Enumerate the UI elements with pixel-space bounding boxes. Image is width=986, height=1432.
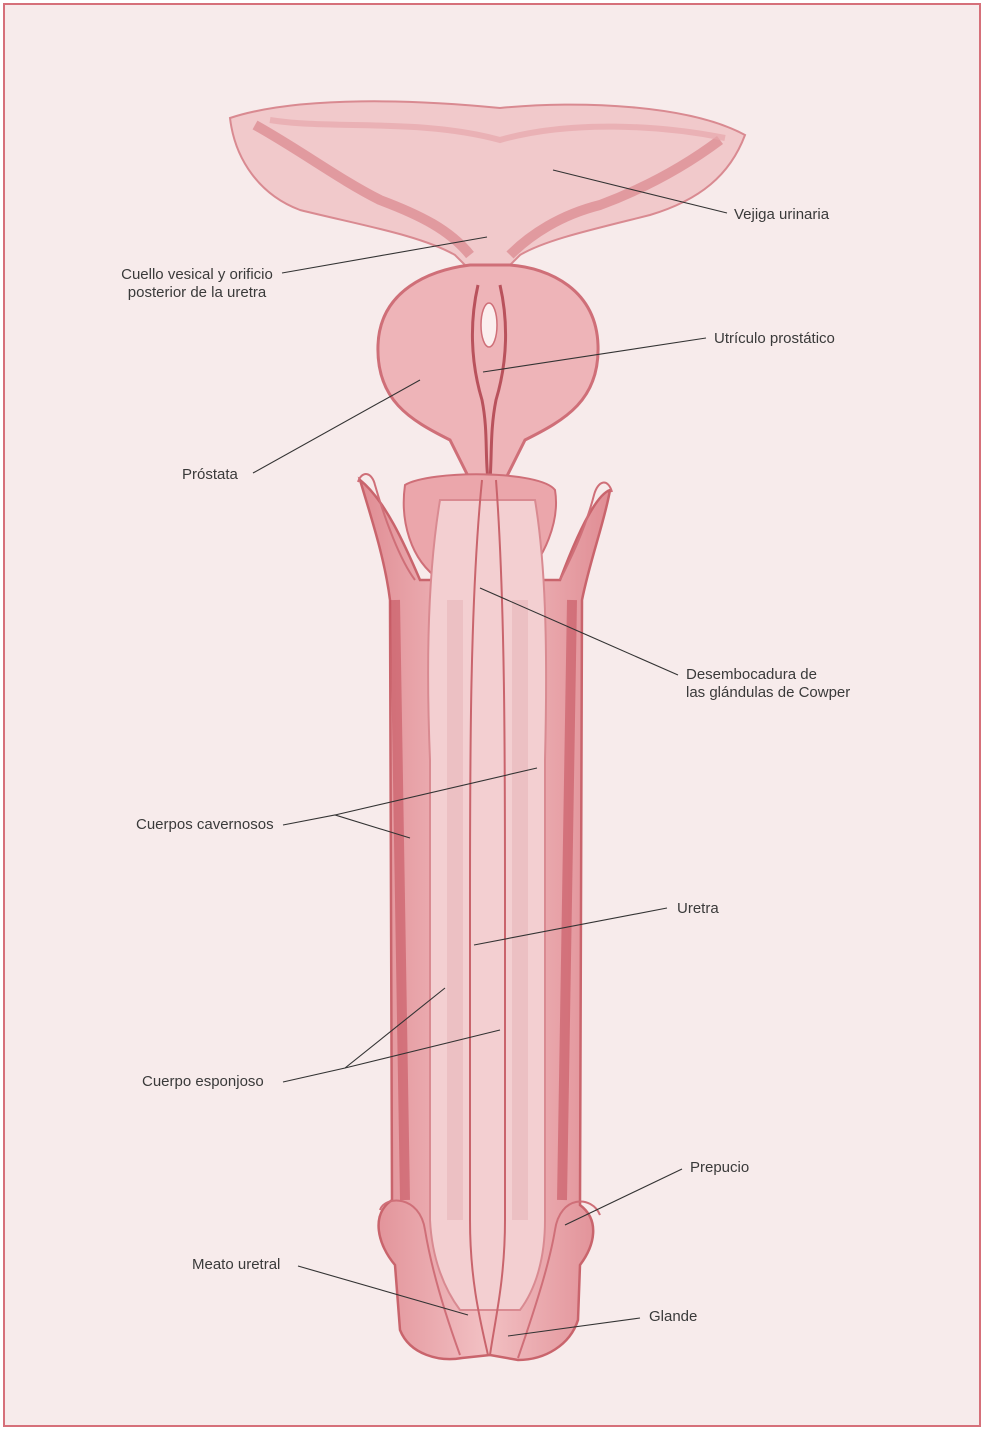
- label-cuello: Cuello vesical y orificio posterior de l…: [112, 266, 282, 302]
- bladder-shape: [230, 101, 745, 270]
- leader-prostata: [253, 380, 420, 473]
- label-esponjoso: Cuerpo esponjoso: [142, 1073, 264, 1091]
- label-meato: Meato uretral: [192, 1256, 280, 1274]
- label-uretra: Uretra: [677, 900, 719, 918]
- label-glande: Glande: [649, 1308, 697, 1326]
- label-cowper: Desembocadura de las glándulas de Cowper: [686, 666, 850, 702]
- label-cowper-line2: las glándulas de Cowper: [686, 684, 850, 702]
- prostate-shape: [378, 265, 598, 480]
- label-cowper-line1: Desembocadura de: [686, 666, 850, 684]
- label-vejiga: Vejiga urinaria: [734, 206, 829, 224]
- label-cavernosos: Cuerpos cavernosos: [136, 816, 274, 834]
- leader-prepucio: [565, 1169, 682, 1225]
- label-cuello-line1: Cuello vesical y orificio: [112, 266, 282, 284]
- label-cuello-line2: posterior de la uretra: [112, 284, 282, 302]
- label-prostata: Próstata: [182, 466, 238, 484]
- label-prepucio: Prepucio: [690, 1159, 749, 1177]
- shaft-shape: [358, 474, 612, 1360]
- label-utriculo: Utrículo prostático: [714, 330, 835, 348]
